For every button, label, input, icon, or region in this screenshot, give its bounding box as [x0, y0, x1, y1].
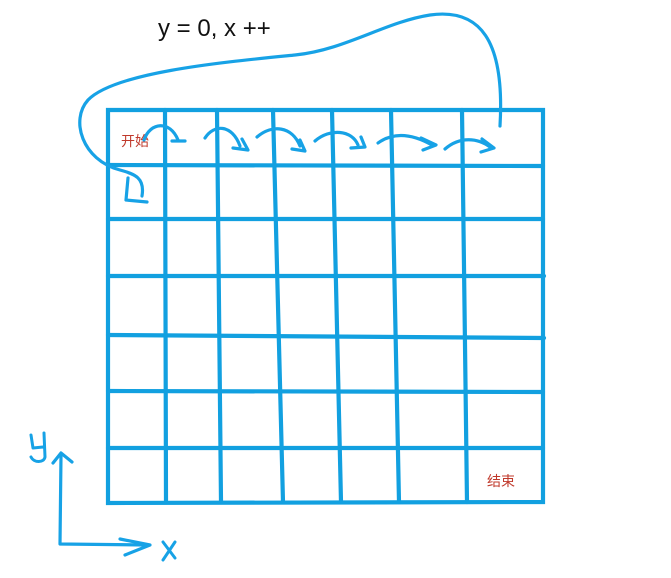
traversal-arrow-6 [443, 137, 496, 154]
end-label: 结束 [487, 474, 515, 490]
traversal-arrow-1 [142, 124, 187, 143]
grid-col-line [388, 107, 402, 505]
row-traversal-arrows [142, 124, 496, 154]
traversal-arrow-3 [255, 127, 307, 153]
grid [105, 107, 547, 506]
grid-col-line [214, 107, 224, 505]
traversal-arrow-4 [313, 130, 367, 150]
grid-col-line [162, 107, 169, 505]
formula-text: y = 0, x ++ [158, 15, 271, 42]
grid-col-line [329, 107, 344, 505]
grid-border [105, 107, 546, 506]
y-axis-label [29, 431, 47, 463]
grid-row-line [105, 388, 546, 395]
y-axis [29, 431, 150, 547]
x-axis-label [161, 540, 177, 562]
grid-row-line [105, 162, 546, 169]
grid-col-line [459, 107, 470, 505]
row-return-arrow [78, 12, 503, 204]
start-label: 开始 [121, 134, 149, 150]
traversal-arrow-2 [203, 126, 250, 152]
grid-col-line [270, 107, 286, 505]
traversal-arrow-5 [376, 133, 438, 152]
x-axis [118, 537, 177, 562]
grid-row-line [105, 332, 547, 341]
